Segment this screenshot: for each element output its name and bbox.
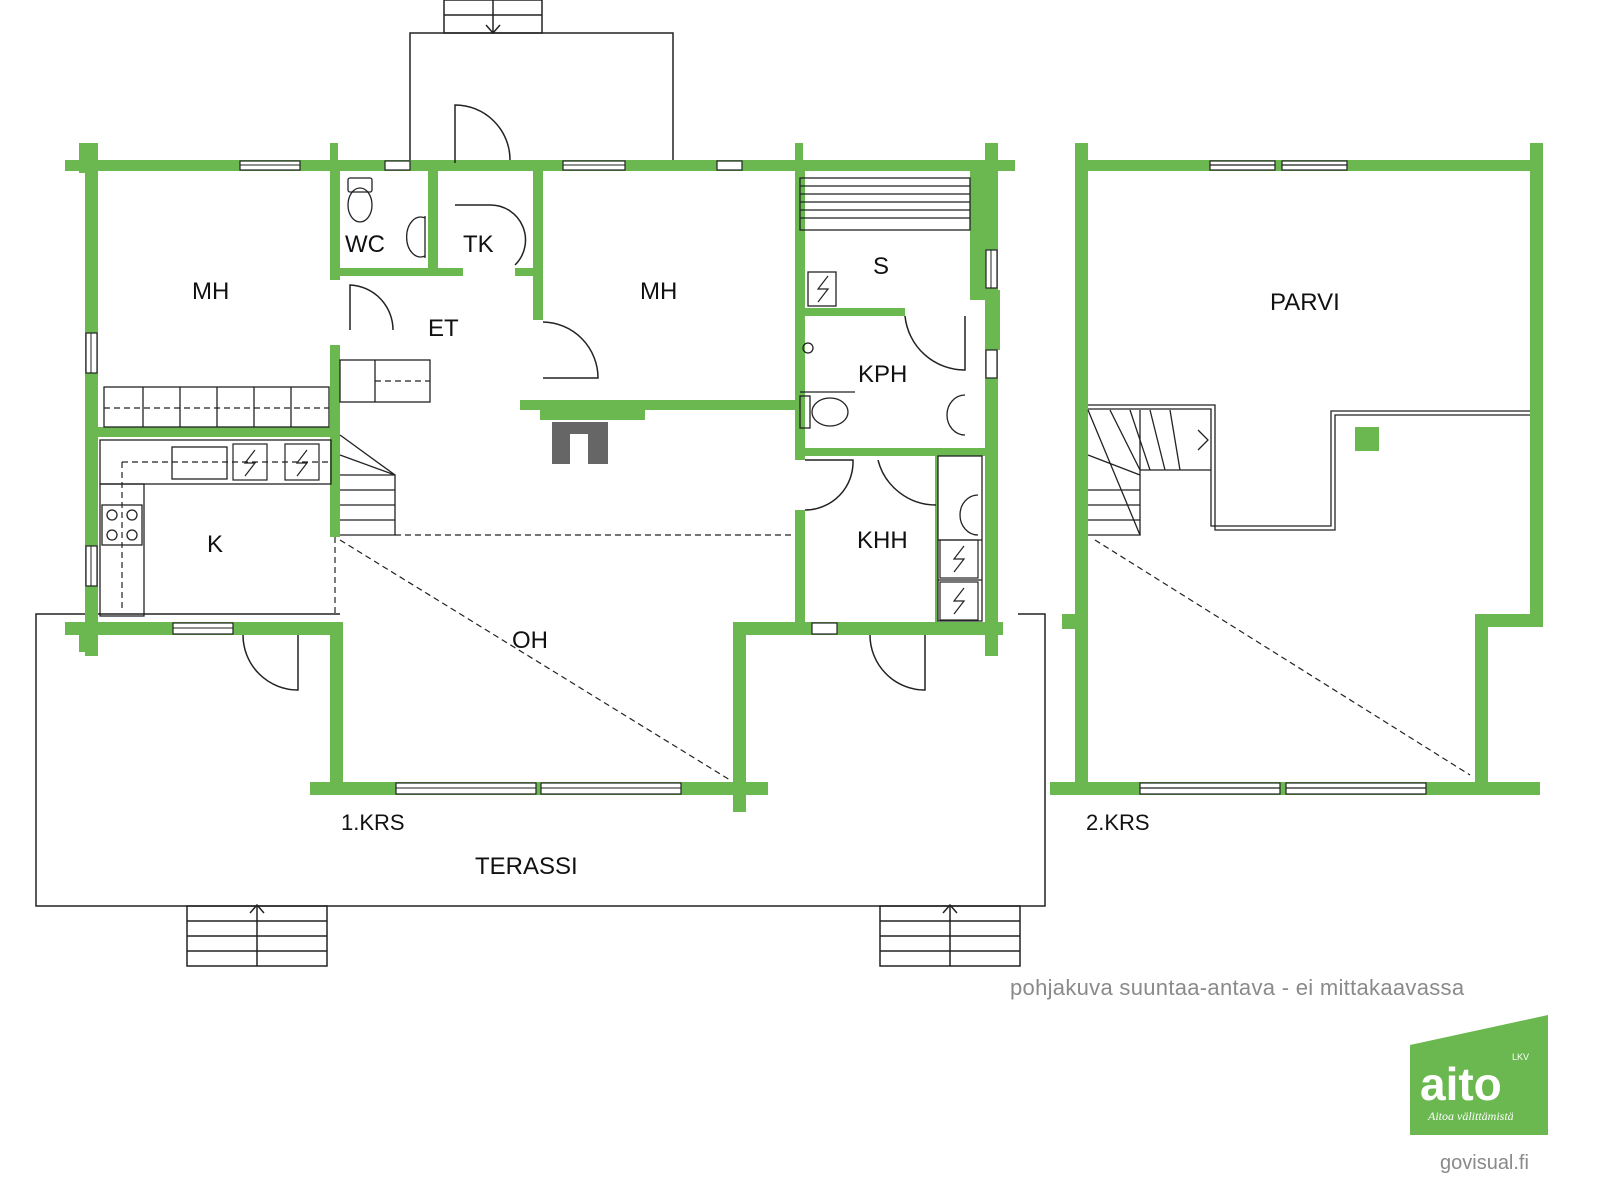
credit-text: govisual.fi: [1440, 1152, 1529, 1174]
room-label-k: K: [207, 531, 223, 558]
floor-label-first: 1.KRS: [341, 810, 405, 835]
fireplace: [552, 422, 608, 464]
room-label-khh: KHH: [857, 527, 908, 554]
terrace-steps-right: [879, 903, 1021, 967]
floor-label-second: 2.KRS: [1086, 810, 1150, 835]
floor2-lines: [1087, 164, 1530, 789]
room-label-tk: TK: [463, 231, 494, 258]
room-label-mh-right: MH: [640, 278, 677, 305]
room-label-oh: OH: [512, 627, 548, 654]
logo-slogan: Aitoa välittämistä: [1427, 1109, 1514, 1123]
terrace-steps-left: [186, 903, 328, 967]
room-label-s: S: [873, 253, 889, 280]
room-label-kph: KPH: [858, 361, 907, 388]
floor1-walls: [65, 143, 1015, 812]
logo-wordmark: aito: [1420, 1058, 1502, 1110]
floor1-window-lines: [90, 164, 992, 789]
aito-logo: aito LKV Aitoa välittämistä: [1410, 1015, 1548, 1135]
electric-symbols: [232, 275, 979, 621]
floor2-dashed: [1094, 539, 1471, 776]
floor1-dashed: [104, 380, 795, 781]
entry-steps-top: [443, 0, 543, 35]
room-label-wc: WC: [345, 231, 385, 258]
room-label-et: ET: [428, 315, 459, 342]
entry-porch: [409, 32, 674, 163]
floor1-doors: [242, 104, 966, 691]
room-label-parvi: PARVI: [1270, 289, 1340, 316]
floor2-windows: [1139, 160, 1427, 795]
disclaimer-text: pohjakuva suuntaa-antava - ei mittakaava…: [1010, 975, 1465, 1000]
room-label-terassi: TERASSI: [475, 853, 578, 880]
logo-badge: LKV: [1512, 1052, 1529, 1062]
room-label-mh-left: MH: [192, 278, 229, 305]
